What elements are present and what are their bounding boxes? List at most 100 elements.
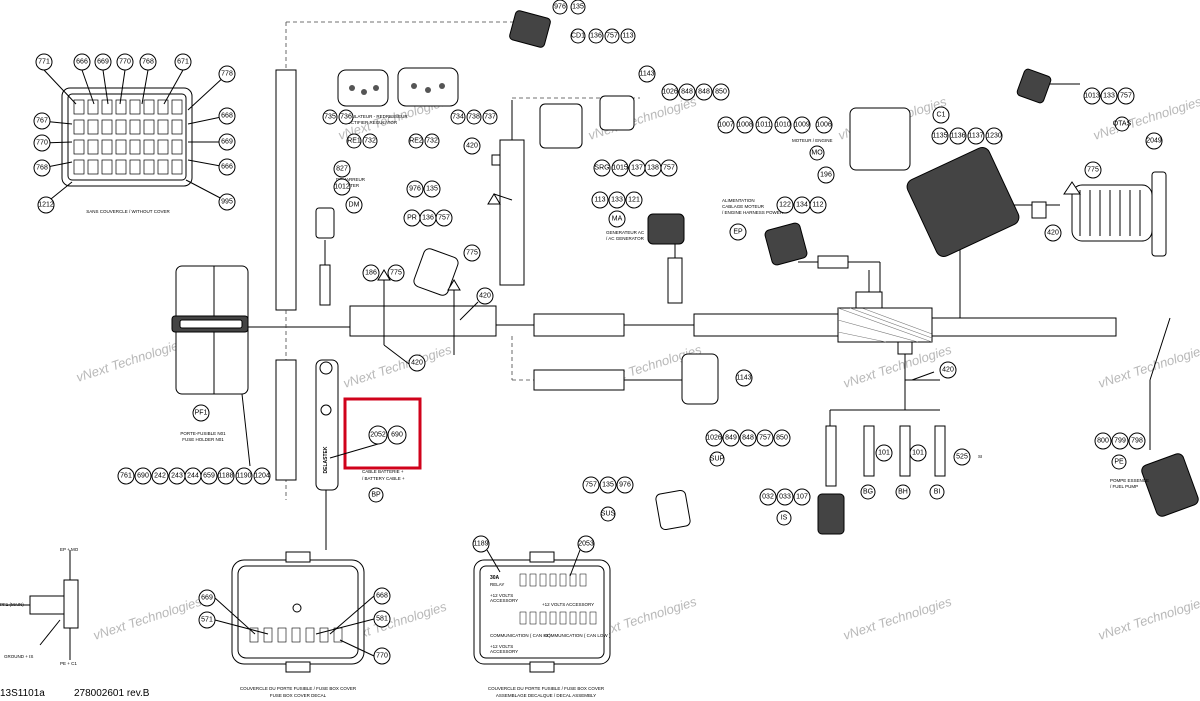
starter-fr: DEMARREUR bbox=[336, 177, 366, 182]
callout-number: 122 bbox=[779, 202, 791, 209]
callout-number: 101 bbox=[878, 450, 890, 457]
callout-bubble: PE bbox=[1111, 454, 1127, 470]
callout-number: 571 bbox=[201, 617, 213, 624]
callout-bubble: 850 bbox=[712, 83, 730, 101]
callout-bubble: 1143 bbox=[735, 369, 753, 387]
callout-number: OTAS bbox=[1113, 121, 1132, 128]
callout-bubble: 420 bbox=[476, 287, 494, 305]
callout-bubble: 778 bbox=[218, 65, 236, 83]
callout-number: 770 bbox=[119, 59, 131, 66]
callout-number: 113 bbox=[622, 33, 633, 40]
callout-bubble: OTAS bbox=[1113, 116, 1132, 132]
callout-bubble: 244 bbox=[184, 467, 202, 485]
callout-bubble: 2049 bbox=[1145, 132, 1163, 150]
callout-number: MO bbox=[811, 150, 823, 157]
callout-bubble: SUP bbox=[709, 451, 725, 467]
callout-bubble: SRG bbox=[593, 159, 611, 177]
callout-bubble: 186 bbox=[362, 264, 380, 282]
callout-bubble: 135 bbox=[599, 476, 617, 494]
callout-bubble: 571 bbox=[198, 611, 216, 629]
callout-bubble: 666 bbox=[73, 53, 91, 71]
callout-bubble: 1026 bbox=[661, 83, 679, 101]
callout-bubble: 113 bbox=[620, 28, 636, 44]
callout-number: 732 bbox=[364, 138, 376, 145]
callout-number: 668 bbox=[221, 113, 233, 120]
callout-number: 827 bbox=[336, 166, 348, 173]
callout-bubble: 976 bbox=[616, 476, 634, 494]
ac-generator-en: / AC GENERATOR bbox=[606, 236, 645, 241]
callout-bubble: 420 bbox=[1044, 224, 1062, 242]
callout-number: 1008 bbox=[737, 122, 753, 129]
callout-bubble: 1137 bbox=[967, 127, 985, 145]
callout-number: 101 bbox=[912, 450, 924, 457]
callout-bubble: 757 bbox=[582, 476, 600, 494]
callout-bubble: PF1 bbox=[192, 404, 210, 422]
callout-number: 735 bbox=[324, 114, 336, 121]
battery-cable-en-caption: / BATTERY CABLE + bbox=[362, 476, 405, 481]
callout-bubble: 1010 bbox=[774, 116, 792, 134]
callout-number: 243 bbox=[171, 473, 183, 480]
callout-bubble: RE1 bbox=[346, 133, 362, 149]
callout-number: 1212 bbox=[38, 202, 54, 209]
callout-number: 196 bbox=[820, 172, 832, 179]
callout-number: 757 bbox=[438, 215, 450, 222]
callout-number: 107 bbox=[796, 494, 808, 501]
callout-number: 525 bbox=[956, 454, 968, 461]
callout-bubble: 770 bbox=[33, 134, 51, 152]
junction-legend: EP + MO PF1 (MAIN) GROUND + IS PE + C1 bbox=[0, 547, 79, 666]
callout-number: 1012 bbox=[334, 184, 350, 191]
callout-number: 134 bbox=[796, 202, 808, 209]
callout-number: 757 bbox=[585, 482, 597, 489]
callout-number: 1015 bbox=[612, 165, 628, 172]
callout-number: 848 bbox=[698, 89, 710, 96]
callout-number: 1135 bbox=[932, 133, 947, 140]
callout-number: 995 bbox=[221, 199, 233, 206]
callout-bubble: 669 bbox=[94, 53, 112, 71]
callout-bubble: 242 bbox=[151, 467, 169, 485]
callout-bubble: 767 bbox=[33, 112, 51, 130]
plus12-label-1: +12 VOLTS bbox=[490, 593, 513, 598]
fuse-30a: 30A bbox=[490, 575, 500, 581]
callout-number: 2052 bbox=[370, 432, 386, 439]
callout-bubble: 671 bbox=[174, 53, 192, 71]
callout-bubble: 1143 bbox=[638, 65, 656, 83]
wire-si-label: SI bbox=[978, 454, 982, 459]
callout-number: 137 bbox=[631, 165, 643, 172]
callout-number: 775 bbox=[466, 250, 478, 257]
callout-bubble: 757 bbox=[604, 28, 620, 44]
callout-bubble: 757 bbox=[660, 159, 678, 177]
callout-bubble: 1136 bbox=[949, 127, 967, 145]
callout-number: 669 bbox=[201, 595, 213, 602]
callout-number: IS bbox=[781, 515, 788, 522]
callout-number: 1230 bbox=[986, 133, 1002, 140]
callout-number: CD1 bbox=[571, 33, 585, 40]
callout-number: PR bbox=[407, 215, 417, 222]
callout-bubble: 133 bbox=[1100, 87, 1118, 105]
callout-number: 738 bbox=[468, 114, 480, 121]
callout-bubble: 1008 bbox=[736, 116, 754, 134]
watermark-text: vNext Technologies bbox=[74, 336, 187, 385]
callout-bubble: 669 bbox=[198, 589, 216, 607]
callout-number: 581 bbox=[376, 616, 388, 623]
callout-number: 113 bbox=[594, 197, 605, 204]
callout-number: 244 bbox=[187, 473, 199, 480]
callout-bubble: 032 bbox=[759, 488, 777, 506]
fuse-holder-fr-caption: PORTE-FUSIBLE N01 bbox=[180, 431, 226, 436]
decal-caption-fr: COUVERCLE DU PORTE FUSIBLE / FUSE BOX CO… bbox=[488, 686, 605, 691]
callout-bubble: 732 bbox=[424, 133, 440, 149]
fuel-pump-en: / FUEL PUMP bbox=[1110, 484, 1138, 489]
callout-bubble: 775 bbox=[463, 244, 481, 262]
engine-harness-fr: ALIMENTATION bbox=[722, 198, 755, 203]
engine-harness-fr2: CABLAGE MOTEUR bbox=[722, 204, 765, 209]
callout-bubble: 775 bbox=[1084, 161, 1102, 179]
decal-caption-en: ASSEMBLAGE DECALQUE / DECAL ASSEMBLY bbox=[496, 693, 596, 698]
callout-number: 771 bbox=[38, 59, 50, 66]
callout-bubble: 2052 bbox=[368, 425, 388, 445]
callout-bubble: 1015 bbox=[611, 159, 629, 177]
highlight-box bbox=[343, 397, 422, 470]
callout-bubble: 121 bbox=[625, 191, 643, 209]
callout-number: BI bbox=[934, 489, 941, 496]
callout-bubble: EP bbox=[729, 223, 747, 241]
callout-bubble: 848 bbox=[695, 83, 713, 101]
callout-bubble: 761 bbox=[117, 467, 135, 485]
